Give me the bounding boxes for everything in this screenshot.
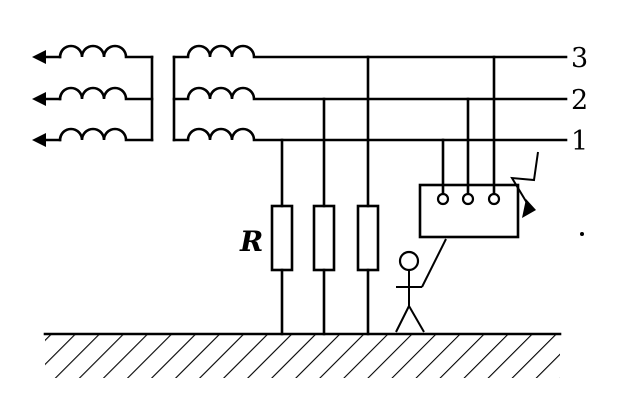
resistor-line-1 bbox=[270, 138, 294, 336]
line-1-wire bbox=[172, 127, 568, 142]
line-label-2: 2 bbox=[571, 85, 588, 116]
secondary-windings bbox=[172, 44, 568, 142]
primary-winding-middle bbox=[32, 86, 154, 106]
stray-dot bbox=[580, 232, 584, 236]
terminal-icon bbox=[487, 192, 501, 206]
terminal-icon bbox=[461, 192, 475, 206]
line-3-wire bbox=[172, 44, 568, 59]
electrical-device bbox=[418, 55, 520, 239]
ground bbox=[43, 332, 562, 378]
line-label-3: 3 bbox=[571, 43, 588, 74]
primary-winding-top bbox=[32, 44, 154, 64]
line-2-wire bbox=[172, 86, 568, 101]
resistor-line-3 bbox=[356, 55, 380, 336]
output-arrow-icon bbox=[32, 92, 46, 106]
primary-winding-bottom bbox=[32, 127, 154, 147]
resistor-label: R bbox=[239, 225, 263, 258]
person-icon bbox=[395, 238, 447, 333]
output-arrow-icon bbox=[32, 50, 46, 64]
breakdown-spark-icon bbox=[510, 151, 539, 218]
insulation-resistances bbox=[270, 55, 380, 336]
resistor-line-2 bbox=[312, 97, 336, 336]
primary-windings bbox=[32, 44, 154, 147]
output-arrow-icon bbox=[32, 133, 46, 147]
line-label-1: 1 bbox=[571, 126, 588, 157]
terminal-icon bbox=[436, 192, 450, 206]
